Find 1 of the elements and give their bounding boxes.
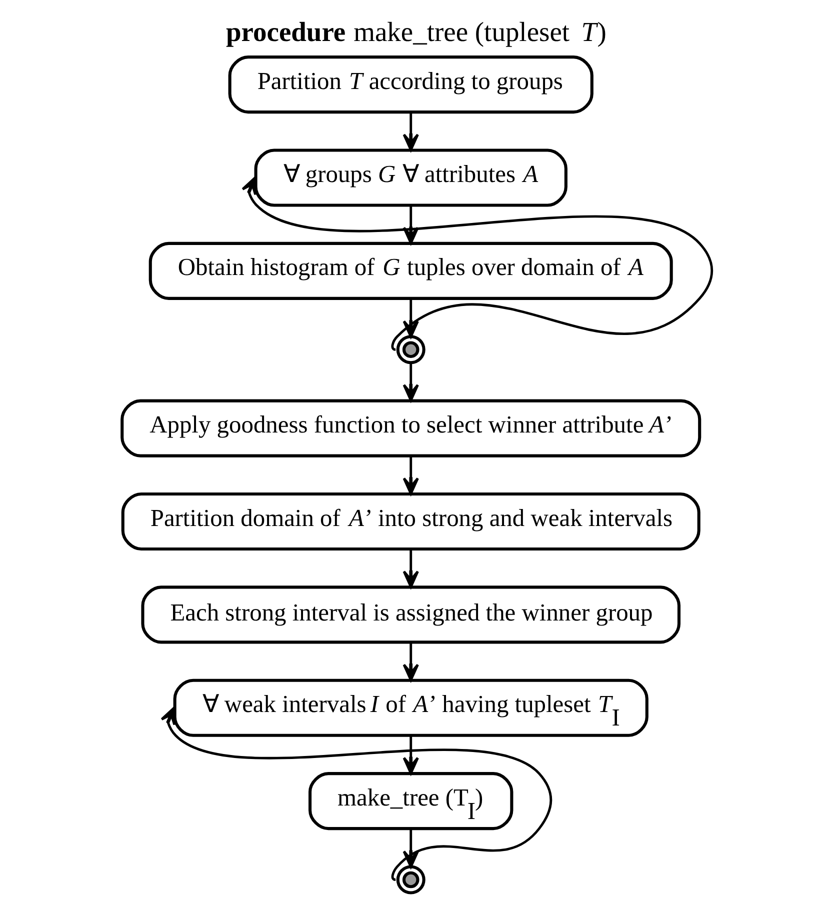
diagram-title: procedure make_tree (tupleset T)	[226, 16, 606, 47]
